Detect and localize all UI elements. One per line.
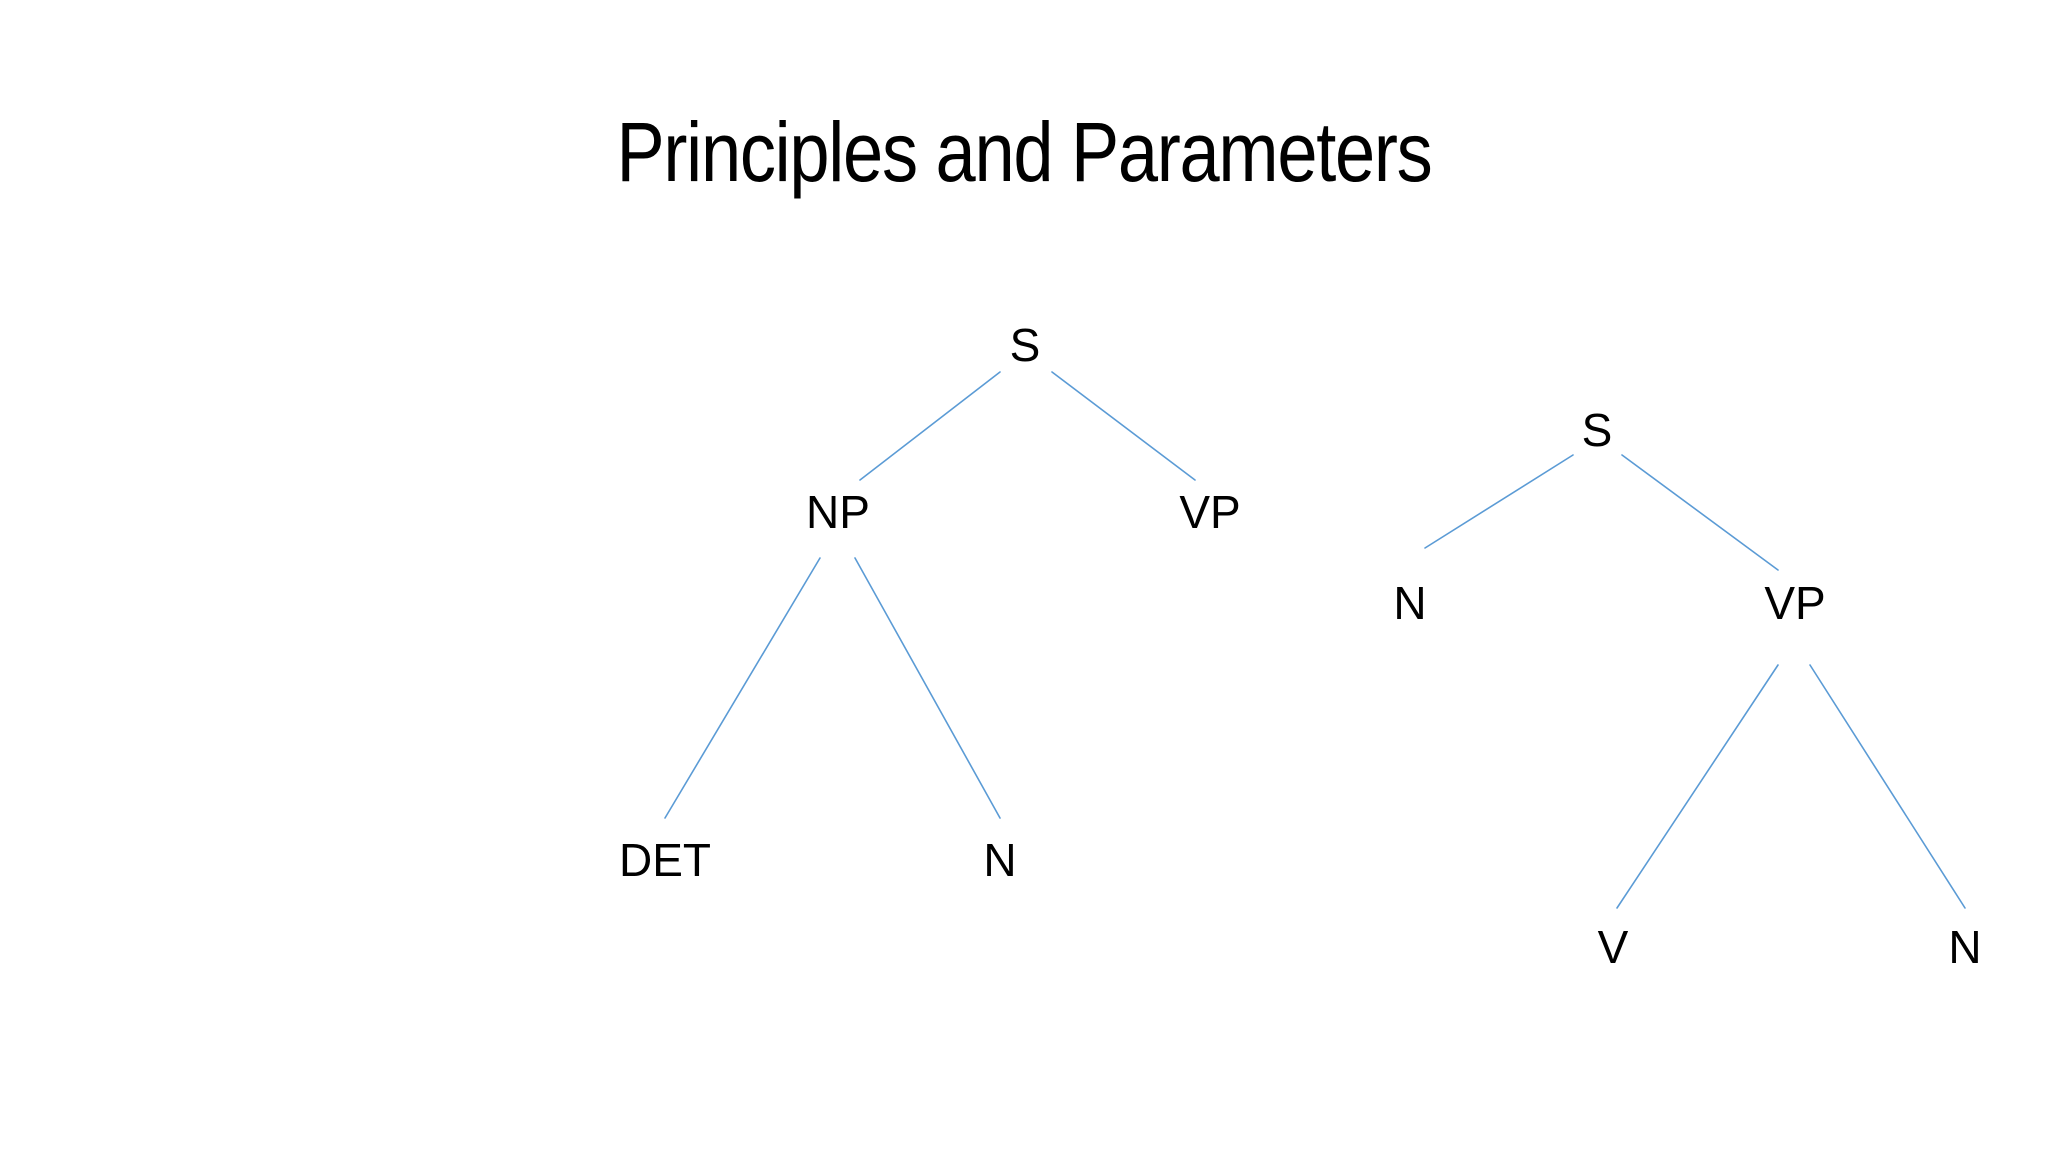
tree-node-L-NP: NP bbox=[806, 486, 870, 538]
tree-branch-L-NP-L-N bbox=[854, 557, 1001, 819]
tree-node-R-V: V bbox=[1597, 921, 1629, 973]
tree-branch-L-S-L-NP bbox=[859, 371, 1001, 481]
tree-branch-R-VP-R-N2 bbox=[1809, 664, 1966, 909]
tree-node-L-VP: VP bbox=[1179, 486, 1241, 538]
tree-node-R-VP: VP bbox=[1764, 577, 1826, 629]
tree-branch-L-NP-L-DET bbox=[664, 557, 821, 819]
tree-node-R-N2: N bbox=[1948, 921, 1982, 973]
np-vp-tree-branches bbox=[664, 371, 1196, 819]
tree-node-L-DET: DET bbox=[619, 834, 711, 886]
tree-node-L-S: S bbox=[1009, 319, 1041, 371]
tree-branch-R-S-R-VP bbox=[1621, 454, 1779, 571]
tree-node-L-N: N bbox=[983, 834, 1017, 886]
tree-branch-R-VP-R-V bbox=[1616, 664, 1779, 909]
tree-node-R-S: S bbox=[1581, 404, 1613, 456]
n-vp-tree-branches bbox=[1424, 454, 1966, 909]
tree-branch-L-S-L-VP bbox=[1051, 371, 1196, 481]
tree-node-R-N1: N bbox=[1393, 577, 1427, 629]
tree-branch-R-S-R-N1 bbox=[1424, 454, 1574, 549]
page-title: Principles and Parameters bbox=[616, 105, 1433, 199]
